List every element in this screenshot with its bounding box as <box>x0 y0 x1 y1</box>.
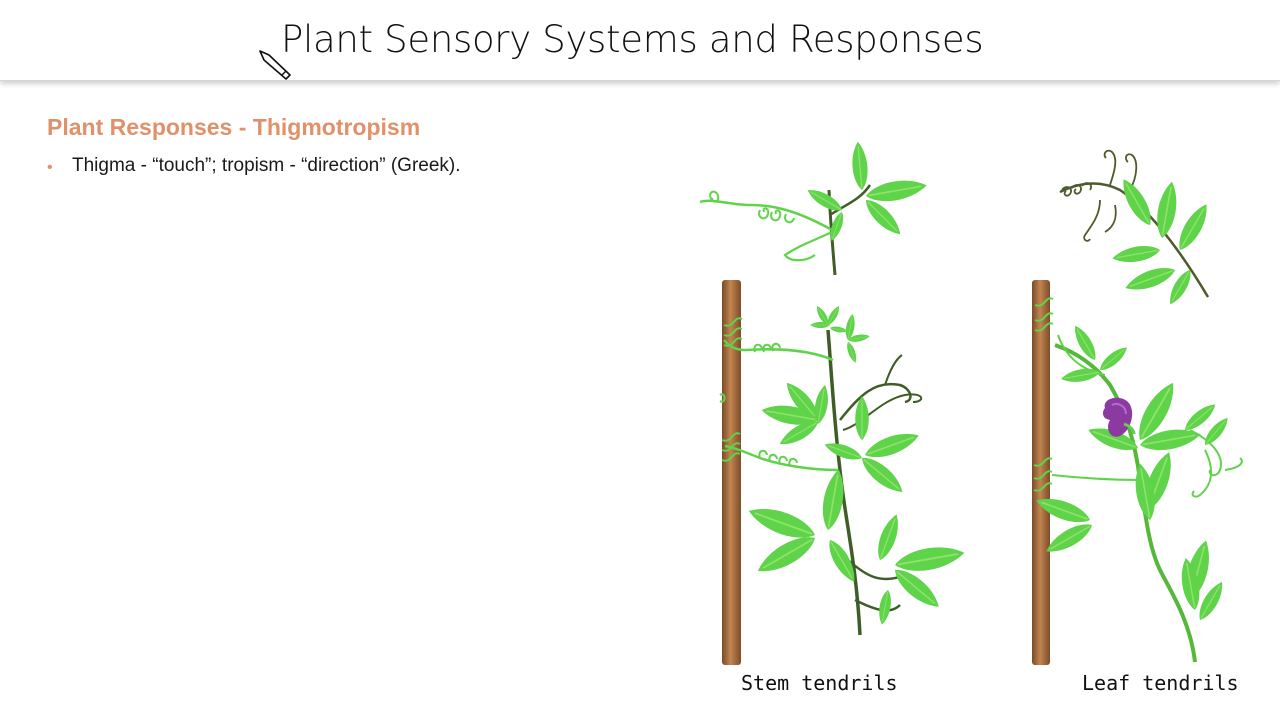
flower-icon <box>1102 397 1136 437</box>
pole-left <box>722 280 741 665</box>
stem-tendril-detail <box>699 140 930 276</box>
bullet-item: • Thigma - “touch”; tropism - “direction… <box>47 155 461 177</box>
leaf-tendrils-caption: Leaf tendrils <box>1082 671 1239 695</box>
title-bar: Plant Sensory Systems and Responses <box>0 0 1280 81</box>
bullet-list: • Thigma - “touch”; tropism - “direction… <box>47 155 461 177</box>
leaf-tendril-plant <box>1032 280 1243 665</box>
stem-tendril-plant <box>719 280 968 665</box>
tendrils-illustration <box>699 140 1243 665</box>
stem-tendrils-caption: Stem tendrils <box>741 671 898 695</box>
leaf-tendril-detail <box>1059 149 1215 308</box>
bullet-dot-icon: • <box>47 159 53 176</box>
section-heading: Plant Responses - Thigmotropism <box>47 114 421 140</box>
slide-title: Plant Sensory Systems and Responses <box>281 18 984 61</box>
pole-right <box>1032 280 1050 665</box>
pen-cursor-icon <box>259 50 291 80</box>
bullet-text: Thigma - “touch”; tropism - “direction” … <box>72 155 461 176</box>
